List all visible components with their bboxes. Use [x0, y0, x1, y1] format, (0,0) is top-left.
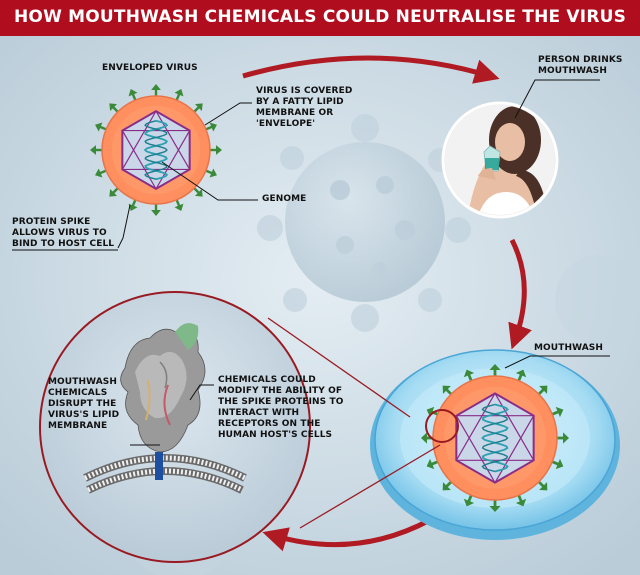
label-virus-covered-line: 'ENVELOPE' [256, 119, 316, 129]
zoom-detail-circle [39, 291, 311, 563]
label-person-drinks: PERSON DRINKS MOUTHWASH [538, 55, 623, 77]
label-person-drinks-line: PERSON DRINKS [538, 55, 623, 65]
spike-leader-line [117, 204, 131, 249]
virus-in-mouthwash [421, 364, 569, 512]
spike-tip [555, 406, 564, 418]
label-disrupt-line: MOUTHWASH [48, 377, 117, 387]
arrow-mouthwash-to-zoom [262, 517, 432, 552]
envelope-leader-line [204, 102, 252, 126]
spike-tip [426, 458, 435, 470]
label-modify-line: INTERACT WITH [218, 408, 300, 418]
zoom-connector-bottom [299, 444, 441, 529]
spike-tip [216, 145, 222, 155]
spike-tip [463, 498, 475, 507]
genome-rna [143, 119, 169, 181]
spike-tip [489, 364, 501, 370]
diagram-area: ENVELOPED VIRUS VIRUS IS COVERED BY A FA… [0, 36, 640, 575]
genome-leader-line [161, 161, 258, 201]
spike-protein-structure [120, 323, 206, 453]
label-protein-spike-line: ALLOWS VIRUS TO [12, 228, 107, 238]
spike-tip [515, 369, 527, 378]
background-virus-illustration [257, 114, 471, 332]
label-disrupt-line: MEMBRANE [48, 421, 108, 431]
spike-tip [555, 458, 564, 470]
arrow-person-to-mouthwash [508, 238, 532, 350]
spike-tip [539, 482, 548, 491]
label-mouthwash: MOUTHWASH [534, 343, 603, 353]
spike-tip [194, 103, 203, 112]
enveloped-virus [90, 84, 222, 216]
label-virus-covered: VIRUS IS COVERED BY A FATTY LIPID MEMBRA… [256, 86, 352, 130]
title-banner: HOW MOUTHWASH CHEMICALS COULD NEUTRALISE… [0, 0, 640, 36]
spike-tip [463, 369, 475, 378]
mouthwash-leader-line [504, 355, 610, 369]
spike-tip [489, 506, 501, 512]
spike-tip [209, 122, 217, 132]
spike-tip [442, 385, 451, 394]
label-person-drinks-line: MOUTHWASH [538, 66, 607, 76]
modify-leader-line [189, 384, 214, 401]
person-leader-line [514, 79, 600, 119]
spike-tip [95, 122, 103, 132]
label-modify-line: MODIFY THE ABILITY OF [218, 386, 343, 396]
label-disrupt-line: DISRUPT THE [48, 399, 117, 409]
title: HOW MOUTHWASH CHEMICALS COULD NEUTRALISE… [14, 7, 627, 27]
label-modify: CHEMICALS COULD MODIFY THE ABILITY OF TH… [218, 375, 344, 441]
label-disrupt: MOUTHWASH CHEMICALS DISRUPT THE VIRUS'S … [48, 377, 119, 432]
spike-tip [194, 188, 203, 197]
label-protein-spike-line: BIND TO HOST CELL [12, 239, 115, 249]
label-modify-line: CHEMICALS COULD [218, 375, 316, 385]
spike-tip [151, 210, 161, 216]
label-disrupt-line: CHEMICALS [48, 388, 108, 398]
spike-tip [109, 188, 118, 197]
label-genome: GENOME [262, 194, 307, 204]
genome-rna [481, 403, 509, 473]
transmembrane-anchor [155, 452, 163, 480]
person-drinking-photo [441, 101, 559, 219]
spike-tip [90, 145, 96, 155]
diagram-canvas [0, 36, 640, 575]
label-protein-spike-line: PROTEIN SPIKE [12, 217, 91, 227]
spike-tip [174, 203, 184, 211]
label-protein-spike: PROTEIN SPIKE ALLOWS VIRUS TO BIND TO HO… [12, 217, 114, 250]
spike-tip [95, 168, 103, 178]
spike-tip [109, 103, 118, 112]
label-modify-line: RECEPTORS ON THE [218, 419, 321, 429]
spike-tip [128, 89, 138, 97]
label-disrupt-line: VIRUS'S LIPID [48, 410, 120, 420]
spike-tip [539, 385, 548, 394]
spike-tip [209, 168, 217, 178]
zoom-connector-top [267, 317, 411, 418]
label-modify-line: THE SPIKE PROTEINS TO [218, 397, 344, 407]
spike-tip [563, 432, 569, 444]
spike-tip [421, 432, 427, 444]
label-virus-covered-line: VIRUS IS COVERED [256, 86, 353, 96]
label-modify-line: HUMAN HOST'S CELLS [218, 430, 333, 440]
spike-tip [128, 203, 138, 211]
label-virus-covered-line: MEMBRANE OR [256, 108, 334, 118]
label-enveloped-virus: ENVELOPED VIRUS [102, 63, 198, 73]
spike-tip [426, 406, 435, 418]
zoom-target-ring [425, 409, 459, 443]
spike-tip [515, 498, 527, 507]
spike-tip [174, 89, 184, 97]
arrow-virus-to-person [242, 55, 500, 84]
spike-tip [442, 482, 451, 491]
label-virus-covered-line: BY A FATTY LIPID [256, 97, 344, 107]
spike-tip [151, 84, 161, 90]
